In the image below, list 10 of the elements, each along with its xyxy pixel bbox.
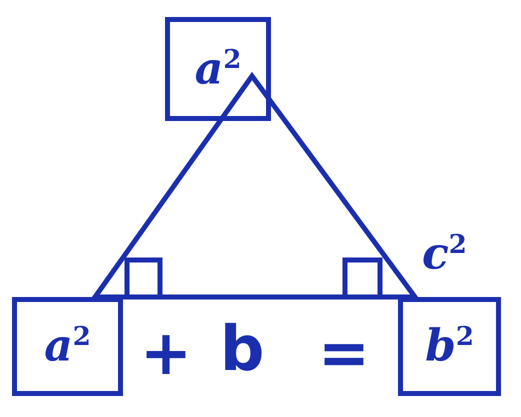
- equals-sign: =: [318, 322, 370, 384]
- math-term: a$^{2}$: [44, 324, 91, 369]
- math-term: b$^{2}$: [425, 324, 474, 369]
- square-box: [165, 17, 271, 121]
- plus-sign: +: [140, 322, 192, 384]
- math-term: b: [220, 318, 264, 380]
- math-term: c$^{2}$: [422, 232, 467, 277]
- square-box: [12, 297, 123, 396]
- square-box: [398, 297, 501, 396]
- math-term: a$^{2}$: [194, 46, 242, 92]
